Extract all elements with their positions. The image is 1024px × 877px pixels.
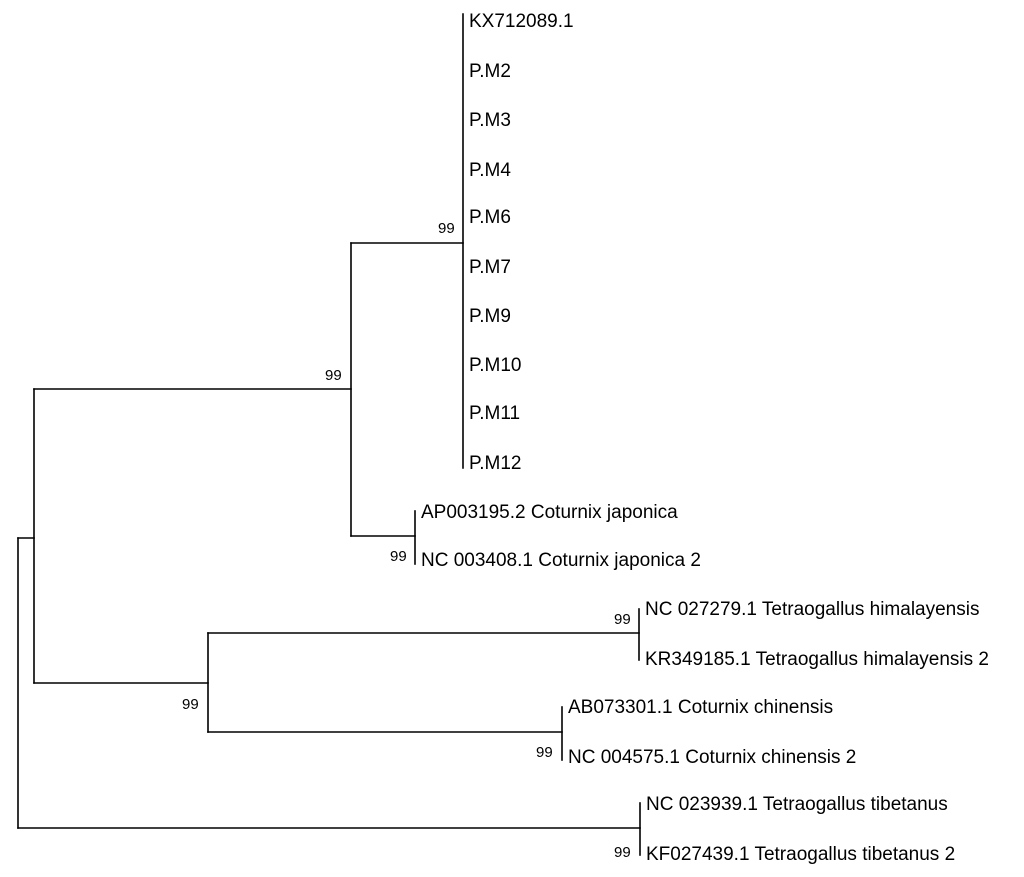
leaf-label-pm9: P.M9 <box>469 306 511 327</box>
bootstrap-pm-japonica: 99 <box>325 367 342 384</box>
leaf-label-pm4: P.M4 <box>469 160 511 181</box>
leaf-label-pm7: P.M7 <box>469 257 511 278</box>
leaf-label-ap003195-2: AP003195.2 Coturnix japonica <box>421 502 678 523</box>
leaf-label-ab073301-1: AB073301.1 Coturnix chinensis <box>568 697 833 718</box>
leaf-labels: KX712089.1 P.M2 P.M3 P.M4 P.M6 P.M7 P.M9… <box>421 11 989 865</box>
bootstrap-japonica: 99 <box>390 548 407 565</box>
leaf-label-nc004575-1: NC 004575.1 Coturnix chinensis 2 <box>568 747 856 768</box>
bootstrap-chinensis: 99 <box>536 744 553 761</box>
leaf-label-pm11: P.M11 <box>469 403 520 424</box>
leaf-label-nc003408-1: NC 003408.1 Coturnix japonica 2 <box>421 550 701 571</box>
leaf-label-nc027279-1: NC 027279.1 Tetraogallus himalayensis <box>645 599 979 620</box>
leaf-label-pm10: P.M10 <box>469 355 521 376</box>
leaf-label-kf027439-1: KF027439.1 Tetraogallus tibetanus 2 <box>646 844 955 865</box>
leaf-label-pm6: P.M6 <box>469 207 511 228</box>
bootstrap-pm-clade: 99 <box>438 220 455 237</box>
leaf-label-kr349185-1: KR349185.1 Tetraogallus himalayensis 2 <box>645 649 989 670</box>
leaf-label-kx712089-1: KX712089.1 <box>469 11 574 32</box>
tree-branches <box>17 13 641 856</box>
bootstrap-himalayensis: 99 <box>614 611 631 628</box>
leaf-label-nc023939-1: NC 023939.1 Tetraogallus tibetanus <box>646 794 948 815</box>
bootstrap-him-chin: 99 <box>182 696 199 713</box>
leaf-label-pm3: P.M3 <box>469 110 511 131</box>
leaf-label-pm12: P.M12 <box>469 453 521 474</box>
bootstrap-values: 99 99 99 99 99 99 99 <box>182 220 631 861</box>
leaf-label-pm2: P.M2 <box>469 61 511 82</box>
bootstrap-tibetanus: 99 <box>614 844 631 861</box>
